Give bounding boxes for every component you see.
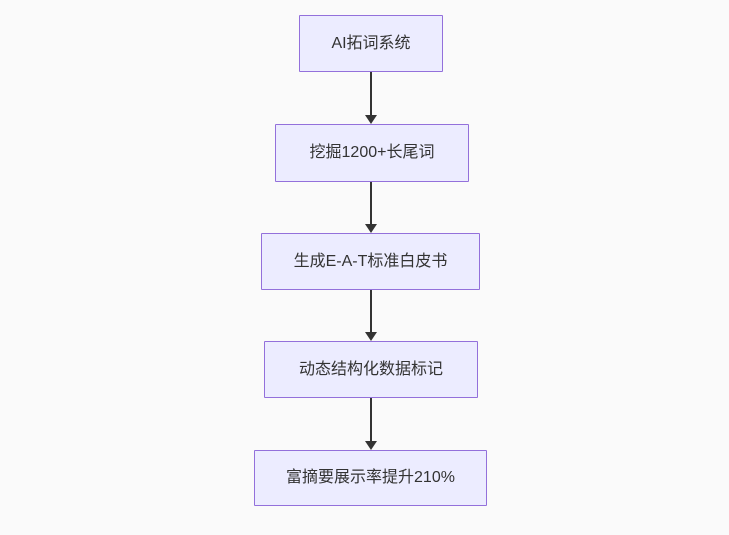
flow-node-ai-word-system: AI拓词系统 — [299, 15, 443, 72]
arrowhead-icon — [365, 224, 377, 233]
edge-arrow-3 — [364, 290, 378, 341]
edge-line — [370, 290, 372, 332]
flow-node-structured-data-markup: 动态结构化数据标记 — [264, 341, 478, 398]
flow-node-longtail-mining: 挖掘1200+长尾词 — [275, 124, 469, 182]
arrowhead-icon — [365, 332, 377, 341]
edge-line — [370, 182, 372, 224]
edge-line — [370, 72, 372, 115]
arrowhead-icon — [365, 441, 377, 450]
edge-arrow-4 — [364, 398, 378, 450]
flow-node-label: 动态结构化数据标记 — [298, 360, 443, 378]
flow-node-rich-snippet-rate: 富摘要展示率提升210% — [254, 450, 487, 506]
flow-node-eat-whitepaper: 生成E-A-T标准白皮书 — [261, 233, 480, 290]
edge-arrow-2 — [364, 182, 378, 233]
flow-node-label: AI拓词系统 — [331, 34, 411, 52]
edge-arrow-1 — [364, 72, 378, 124]
flow-node-label: 挖掘1200+长尾词 — [309, 144, 435, 162]
arrowhead-icon — [365, 115, 377, 124]
flow-node-label: 生成E-A-T标准白皮书 — [293, 252, 448, 270]
flow-node-label: 富摘要展示率提升210% — [286, 469, 455, 487]
edge-line — [370, 398, 372, 441]
